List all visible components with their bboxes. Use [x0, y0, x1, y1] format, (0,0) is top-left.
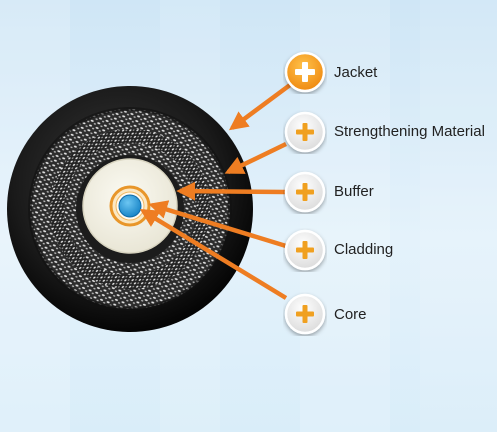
strengthening-material-label[interactable]: Strengthening Material: [334, 123, 485, 140]
buffer-label[interactable]: Buffer: [334, 183, 374, 200]
core-arrow: [139, 209, 288, 300]
core-label[interactable]: Core: [334, 306, 367, 323]
plus-icon: [284, 293, 326, 335]
jacket-hotspot-button[interactable]: [283, 50, 327, 94]
cladding-hotspot-button[interactable]: [283, 228, 327, 272]
jacket-label[interactable]: Jacket: [334, 64, 378, 81]
plus-icon: [284, 229, 326, 271]
cladding-arrow: [148, 200, 287, 249]
plus-icon: [284, 51, 326, 93]
strengthening-arrow: [224, 141, 287, 175]
buffer-hotspot-button[interactable]: [283, 170, 327, 214]
core-hotspot-button[interactable]: [283, 292, 327, 336]
core-layer: [118, 194, 142, 218]
jacket-arrow: [228, 80, 296, 131]
strengthening-material-hotspot-button[interactable]: [283, 110, 327, 154]
buffer-arrow: [176, 181, 286, 201]
plus-icon: [284, 171, 326, 213]
cladding-label[interactable]: Cladding: [334, 241, 394, 258]
plus-icon: [284, 111, 326, 153]
